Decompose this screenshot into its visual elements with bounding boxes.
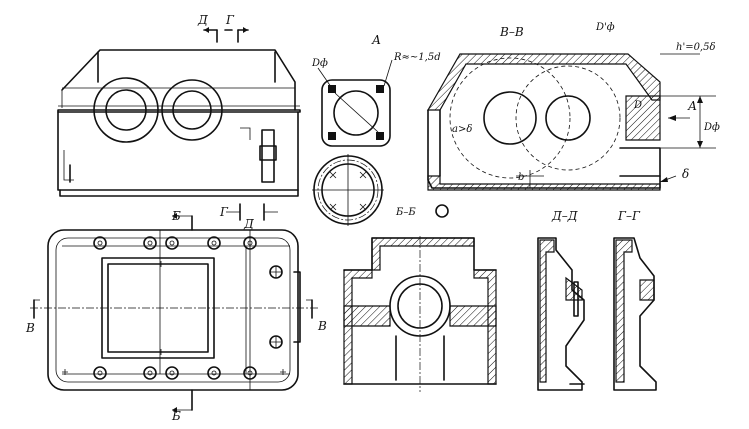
label-section-d-top: Д xyxy=(197,13,208,27)
view-a-flange xyxy=(312,59,449,226)
label-arrow-a: А xyxy=(687,99,697,113)
label-plan-v-right: В xyxy=(317,319,327,333)
label-plan-d: Д xyxy=(243,217,254,231)
label-plan-g: Г xyxy=(219,205,229,219)
bolt-heads-bottom xyxy=(93,366,257,380)
label-section-dd: Д–Д xyxy=(551,209,578,223)
label-small-b: b xyxy=(518,172,524,183)
label-section-gg: Г–Г xyxy=(617,209,641,223)
label-plan-b-top: Б xyxy=(171,209,181,223)
label-h-prime: h'=0,5δ xyxy=(676,42,716,53)
label-delta: δ xyxy=(682,167,689,181)
bolt-heads-top xyxy=(93,236,257,250)
label-view-a: А xyxy=(371,33,381,47)
end-section xyxy=(343,236,497,392)
label-plan-v-left: В xyxy=(25,321,35,335)
section-dd xyxy=(537,237,585,391)
label-r: R≈~1,5d xyxy=(393,52,441,63)
label-plan-b-bottom: Б xyxy=(171,409,181,423)
plan-view xyxy=(30,203,318,413)
label-d-phi-side: Dф xyxy=(703,122,720,133)
label-big-d: D xyxy=(633,100,642,111)
label-section-vv-title: В–В xyxy=(499,25,524,39)
section-vv xyxy=(426,53,716,191)
label-a-delta: a>δ xyxy=(452,124,472,135)
label-section-bb-small: Б–Б xyxy=(395,207,416,218)
label-section-g-top: Г xyxy=(225,13,235,27)
section-gg xyxy=(613,237,657,391)
front-view xyxy=(57,27,301,197)
label-d-phi-top: Dф xyxy=(311,58,328,69)
label-d-phi-prime: D'ф xyxy=(595,22,615,33)
